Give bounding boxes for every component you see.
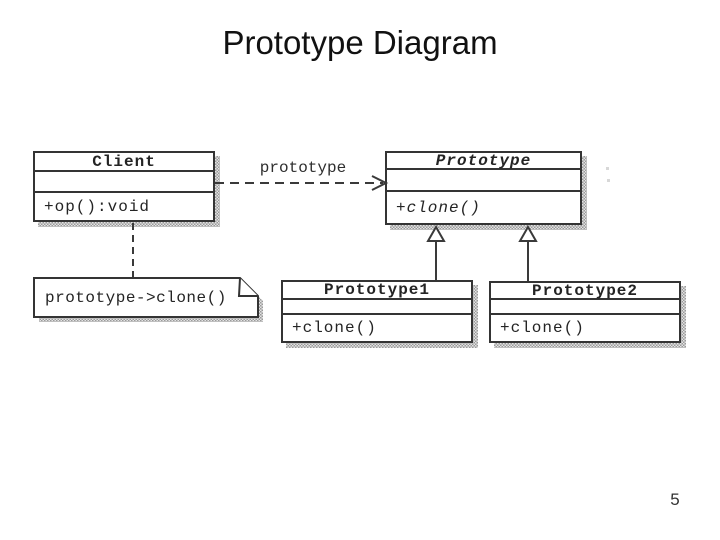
prototype1-method-label: +clone() [292,319,377,337]
prototype1-class-box: Prototype1 +clone() [281,280,473,343]
prototype1-attributes-compartment [283,300,471,315]
client-class-box: Client +op():void [33,151,215,222]
prototype2-class-name: Prototype2 [491,282,679,300]
client-class-name: Client [35,153,213,172]
note-text: prototype->clone() [45,288,227,307]
scan-artifact [607,179,610,182]
client-method-label: +op():void [44,197,151,216]
association-label: prototype [259,159,347,177]
prototype-attributes-compartment [387,170,580,192]
prototype2-method-label: +clone() [500,319,585,337]
client-attributes-compartment [35,172,213,193]
prototype2-class-box: Prototype2 +clone() [489,281,681,343]
association-arrowhead-icon [371,175,389,191]
note-fold-corner-icon [237,277,258,297]
prototype-class-name: Prototype [387,152,580,170]
prototype-class-box: Prototype +clone() [385,151,582,225]
prototype-method-label: +clone() [396,198,481,217]
page-number: 5 [670,490,680,509]
page-title: Prototype Diagram [222,24,498,61]
prototype2-attributes-compartment [491,300,679,315]
prototype1-class-name: Prototype1 [283,281,471,300]
scan-artifact [606,167,609,170]
